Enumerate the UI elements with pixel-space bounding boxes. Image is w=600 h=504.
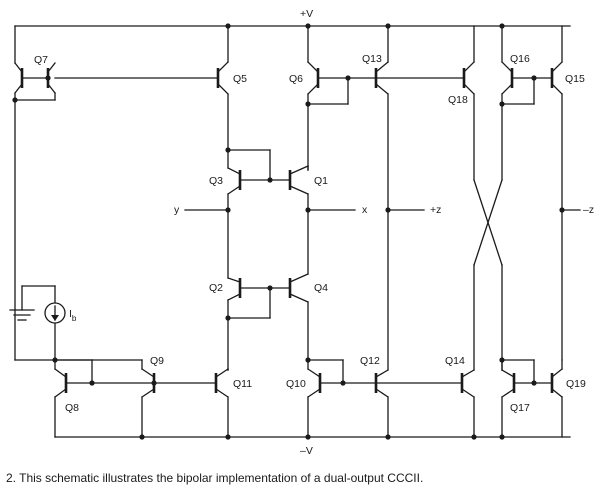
label-q7: Q7 xyxy=(34,54,48,66)
label-q14: Q14 xyxy=(445,355,465,367)
transistor-q10 xyxy=(307,359,377,438)
terminal-x: x xyxy=(362,204,368,216)
label-q4: Q4 xyxy=(314,282,328,294)
transistor-q11 xyxy=(153,368,229,438)
transistor-q12 xyxy=(374,369,389,438)
transistor-q14 xyxy=(375,369,475,438)
transistor-q1 xyxy=(288,165,309,211)
transistor-q15 xyxy=(533,25,563,361)
transistor-q2 xyxy=(227,209,291,371)
positive-rail-label: +V xyxy=(300,8,313,20)
bias-current-source xyxy=(9,285,66,361)
figure-caption: 2. This schematic illustrates the bipola… xyxy=(6,471,424,485)
label-q18: Q18 xyxy=(448,94,468,106)
terminal-z-plus: +z xyxy=(430,204,441,216)
label-q15: Q15 xyxy=(565,73,585,85)
label-q8: Q8 xyxy=(65,402,79,414)
transistor-q19 xyxy=(550,359,563,438)
cccii-schematic: +V –V Q7 Q5 Q6 xyxy=(9,8,594,457)
label-q12: Q12 xyxy=(360,355,380,367)
source-label: Ib xyxy=(69,308,77,323)
label-q2: Q2 xyxy=(209,282,223,294)
transistor-q16 xyxy=(501,25,535,181)
transistor-q5 xyxy=(54,25,229,151)
label-q11: Q11 xyxy=(233,378,252,390)
label-q16: Q16 xyxy=(510,53,530,65)
crossover-wires xyxy=(473,179,503,371)
label-q19: Q19 xyxy=(566,378,586,390)
label-q17: Q17 xyxy=(510,402,530,414)
negative-rail-label: –V xyxy=(300,445,313,457)
transistor-q8 xyxy=(54,359,155,438)
label-q3: Q3 xyxy=(209,175,223,187)
label-q10: Q10 xyxy=(286,378,306,390)
transistor-q9 xyxy=(14,359,156,438)
transistor-q17 xyxy=(501,359,553,438)
transistor-q18 xyxy=(375,25,475,181)
transistor-q7 xyxy=(14,25,56,361)
label-q6: Q6 xyxy=(289,73,303,85)
label-q5: Q5 xyxy=(233,73,247,85)
transistor-q6 xyxy=(307,25,349,171)
terminal-y: y xyxy=(174,204,180,216)
transistor-q4 xyxy=(288,209,309,361)
transistor-q3 xyxy=(227,149,291,211)
label-q1: Q1 xyxy=(314,175,328,187)
label-q9: Q9 xyxy=(150,355,164,367)
label-q13: Q13 xyxy=(362,53,382,65)
terminal-z-minus: –z xyxy=(583,204,594,216)
junction-dots xyxy=(12,23,565,440)
